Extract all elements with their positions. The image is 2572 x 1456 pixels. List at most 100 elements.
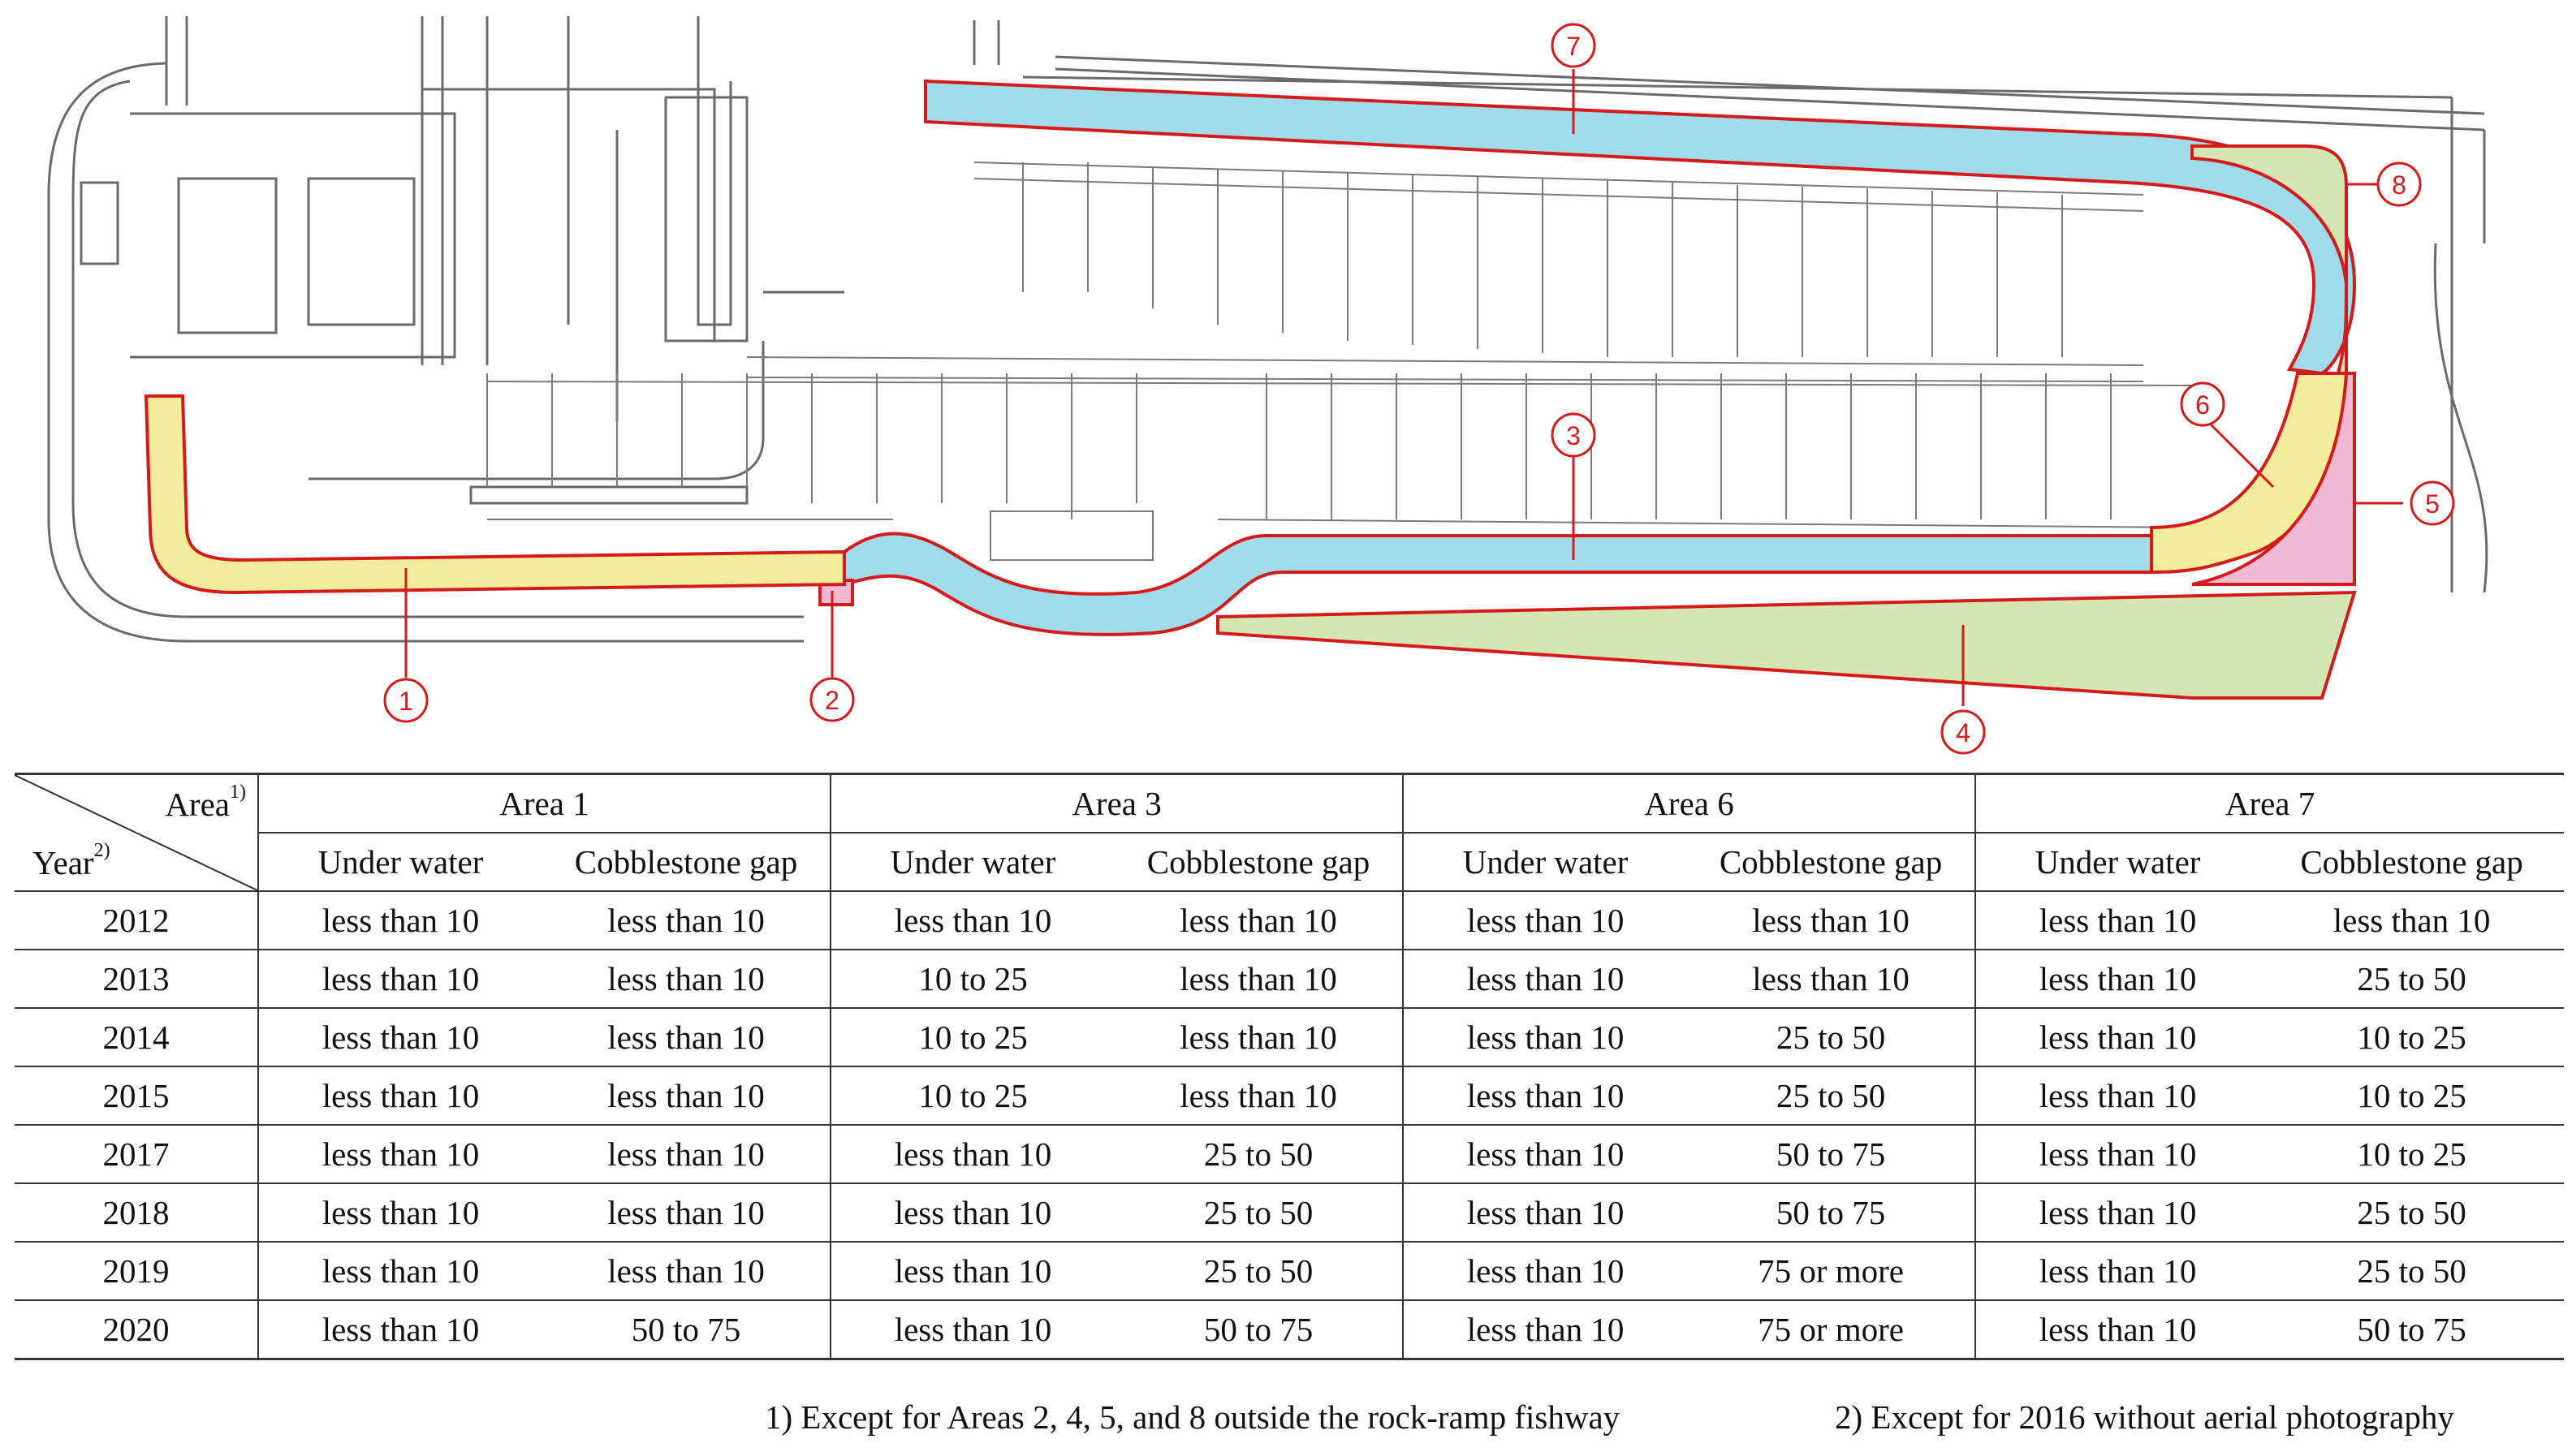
area-header-3: Area 3 — [830, 773, 1404, 834]
value-cell: 50 to 75 — [542, 1299, 831, 1360]
value-cell: less than 10 — [258, 1066, 542, 1125]
value-cell: less than 10 — [1402, 1299, 1688, 1360]
corner-area-label: Area1) — [165, 782, 246, 823]
subheader-under-water: Under water — [257, 833, 542, 891]
value-cell: 25 to 50 — [1115, 1124, 1404, 1183]
value-cell: less than 10 — [258, 1124, 542, 1183]
year-cell: 2018 — [15, 1182, 259, 1242]
value-cell: less than 10 — [1974, 1124, 2260, 1183]
value-cell: less than 10 — [1402, 949, 1688, 1008]
value-cell: less than 10 — [258, 1182, 542, 1242]
value-cell: less than 10 — [1687, 949, 1976, 1008]
area-1-region — [144, 394, 846, 595]
value-cell: 25 to 50 — [2259, 949, 2565, 1008]
corner-diagonal — [15, 775, 257, 890]
area-8-region — [2190, 144, 2349, 375]
area-markers: 1 2 3 4 5 6 7 8 — [383, 23, 2455, 755]
svg-text:3: 3 — [1566, 421, 1581, 450]
subheader-cobblestone-gap: Cobblestone gap — [2300, 843, 2523, 881]
subheader-under-water: Under water — [1974, 833, 2260, 891]
value-cell: less than 10 — [542, 1241, 831, 1300]
corner-year-label: Year2) — [32, 840, 110, 881]
subheader-under-water: Under water — [830, 833, 1116, 891]
value-cell: 25 to 50 — [1115, 1241, 1404, 1300]
footnote-1: 1) Except for Areas 2, 4, 5, and 8 outsi… — [765, 1398, 1620, 1436]
area-4-region — [1216, 590, 2357, 700]
subheader-cobblestone-gap: Cobblestone gap — [1719, 843, 1943, 881]
year-cell: 2013 — [15, 949, 259, 1008]
marker-6: 6 — [2180, 381, 2225, 427]
footnote-2: 2) Except for 2016 without aerial photog… — [1835, 1398, 2454, 1436]
value-cell: less than 10 — [542, 1007, 831, 1066]
subheader-under-water: Under water — [1402, 833, 1688, 891]
value-cell: less than 10 — [542, 1182, 831, 1242]
fishway-plan-drawing: 1 2 3 4 5 6 7 8 — [47, 16, 2488, 755]
marker-5: 5 — [2410, 480, 2455, 526]
value-cell: less than 10 — [830, 890, 1116, 950]
marker-7: 7 — [1551, 23, 1596, 68]
svg-text:6: 6 — [2195, 390, 2210, 420]
value-cell: less than 10 — [1115, 890, 1404, 950]
value-cell: less than 10 — [1974, 1066, 2260, 1125]
value-cell: less than 10 — [1974, 1299, 2260, 1360]
value-cell: 25 to 50 — [1687, 1066, 1976, 1125]
svg-text:4: 4 — [1956, 718, 1970, 747]
marker-4: 4 — [1940, 709, 1986, 755]
value-cell: less than 10 — [1402, 1066, 1688, 1125]
marker-1: 1 — [383, 678, 429, 723]
value-cell: 50 to 75 — [2259, 1299, 2565, 1360]
value-cell: less than 10 — [830, 1124, 1116, 1183]
value-cell: less than 10 — [1974, 1007, 2260, 1066]
year-cell: 2020 — [15, 1299, 259, 1360]
value-cell: less than 10 — [1402, 1182, 1688, 1242]
marker-3: 3 — [1551, 412, 1596, 458]
value-cell: less than 10 — [258, 949, 542, 1008]
value-cell: less than 10 — [1402, 1007, 1688, 1066]
subheader-cobblestone-gap: Cobblestone gap — [574, 843, 798, 881]
left-structure — [47, 16, 2488, 643]
value-cell: 75 or more — [1687, 1299, 1976, 1360]
year-cell: 2015 — [15, 1066, 259, 1125]
value-cell: 10 to 25 — [830, 1066, 1116, 1125]
value-cell: 10 to 25 — [830, 1007, 1116, 1066]
value-cell: less than 10 — [1974, 890, 2260, 950]
svg-text:8: 8 — [2392, 170, 2406, 200]
value-cell: 50 to 75 — [1687, 1124, 1976, 1183]
year-cell: 2014 — [15, 1007, 259, 1066]
subheader-cobblestone-gap: Cobblestone gap — [1146, 843, 1370, 881]
results-table-wrapper: Area1) Year2) Area 1 Area 3 Area 6 Area … — [15, 773, 2565, 1360]
value-cell: 10 to 25 — [830, 949, 1116, 1008]
value-cell: less than 10 — [258, 1241, 542, 1300]
year-cell: 2017 — [15, 1124, 259, 1183]
year-cell: 2019 — [15, 1241, 259, 1300]
value-cell: less than 10 — [830, 1299, 1116, 1360]
results-table: Area1) Year2) Area 1 Area 3 Area 6 Area … — [15, 773, 2565, 1360]
header-row-areas: Area1) Year2) Area 1 Area 3 Area 6 Area … — [15, 773, 2565, 892]
value-cell: less than 10 — [542, 949, 831, 1008]
value-cell: less than 10 — [1687, 890, 1976, 950]
area-7-region — [924, 79, 2357, 376]
value-cell: less than 10 — [542, 1124, 831, 1183]
value-cell: 10 to 25 — [2259, 1066, 2565, 1125]
area-3-region — [843, 532, 2153, 636]
svg-text:2: 2 — [825, 686, 839, 715]
area-header-1: Area 1 — [257, 773, 831, 834]
area-header-7: Area 7 — [1974, 773, 2565, 834]
value-cell: less than 10 — [1402, 1241, 1688, 1300]
value-cell: less than 10 — [1115, 1066, 1404, 1125]
value-cell: 25 to 50 — [1115, 1182, 1404, 1242]
value-cell: less than 10 — [258, 1007, 542, 1066]
marker-8: 8 — [2376, 162, 2422, 207]
value-cell: less than 10 — [830, 1182, 1116, 1242]
value-cell: less than 10 — [1402, 1124, 1688, 1183]
svg-text:7: 7 — [1566, 32, 1581, 61]
value-cell: less than 10 — [1115, 1007, 1404, 1066]
value-cell: 50 to 75 — [1687, 1182, 1976, 1242]
